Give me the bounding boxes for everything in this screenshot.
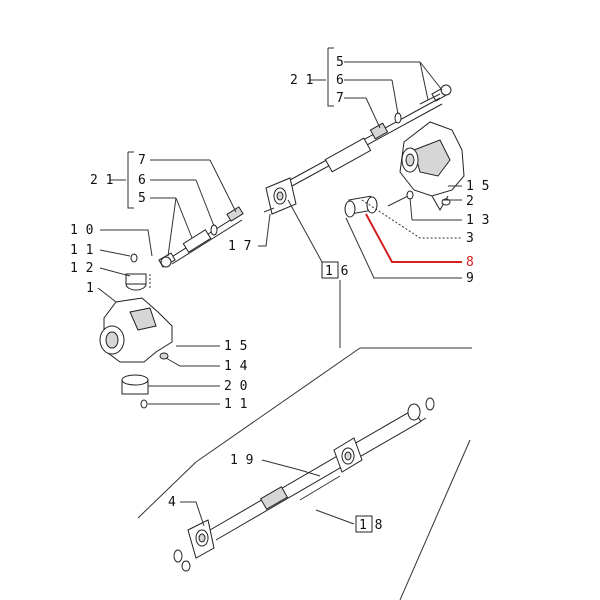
label-19: 1 9 (230, 453, 253, 468)
label-6-top: 6 (336, 73, 344, 88)
bottom-bracket-left (187, 519, 215, 559)
label-5-top: 5 (336, 55, 344, 70)
label-10: 1 0 (70, 223, 93, 238)
bottom-rings (173, 397, 435, 572)
lower-pin-housing (121, 374, 149, 395)
label-7-left: 7 (138, 153, 146, 168)
left-fasteners (130, 253, 169, 409)
right-steering-knuckle (399, 121, 465, 212)
upper-tie-rod (289, 97, 443, 187)
label-11-a: 1 1 (70, 243, 93, 258)
label-11-b: 1 1 (224, 397, 247, 412)
label-18: 1 8 (359, 518, 382, 533)
bolt-13 (387, 190, 414, 207)
label-15-right: 1 5 (466, 179, 489, 194)
label-17: 1 7 (228, 239, 251, 254)
label-box-16 (321, 261, 339, 279)
label-1: 1 (86, 281, 94, 296)
axle-shaft-19 (209, 403, 427, 541)
left-tie-rod-end (158, 252, 176, 268)
label-15-left: 1 5 (224, 339, 247, 354)
exploded-view-outline (137, 347, 472, 600)
label-20: 2 0 (224, 379, 247, 394)
label-6-left: 6 (138, 173, 146, 188)
label-3-right: 3 (466, 231, 474, 246)
label-16: 1 6 (325, 264, 348, 279)
label-4: 4 (168, 495, 176, 510)
label-21-left: 2 1 (90, 173, 113, 188)
label-12: 1 2 (70, 261, 93, 276)
right-tie-rod-end (419, 84, 452, 105)
left-steering-knuckle (99, 297, 173, 363)
label-5-left: 5 (138, 191, 146, 206)
left-tie-rod (169, 206, 244, 265)
label-8-highlight: 8 (466, 255, 474, 270)
leader-lines (97, 47, 462, 527)
bushing-8 (344, 195, 378, 218)
label-7-top: 7 (336, 91, 344, 106)
label-14: 1 4 (224, 359, 248, 374)
label-2-right: 2 (466, 194, 474, 209)
upper-pin-housing (125, 273, 147, 291)
label-13-right: 1 3 (466, 213, 489, 228)
pivot-bracket (263, 177, 297, 215)
label-9-right: 9 (466, 271, 474, 286)
label-21-top: 2 1 (290, 73, 313, 88)
bottom-bracket-right (333, 437, 363, 473)
label-box-18 (355, 515, 373, 533)
